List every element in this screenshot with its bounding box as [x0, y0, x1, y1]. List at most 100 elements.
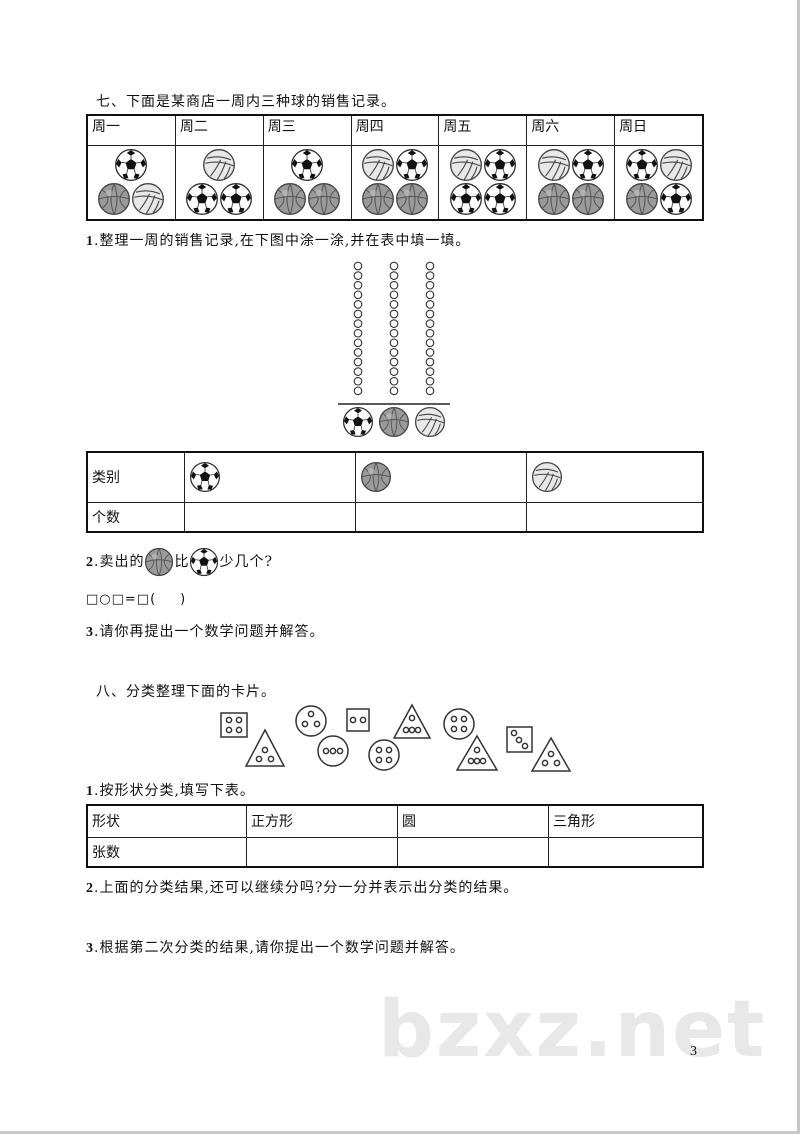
tally-circle[interactable]: [389, 309, 399, 319]
volleyball-count-blank[interactable]: [526, 501, 704, 533]
tally-circle[interactable]: [389, 338, 399, 348]
tally-circle[interactable]: [353, 338, 363, 348]
tally-circle[interactable]: [425, 300, 435, 309]
count-label: 个数: [86, 501, 185, 533]
soccer-count-blank[interactable]: [184, 501, 356, 533]
category-volleyball-cell: [526, 451, 704, 503]
square-card-3dots: [506, 726, 533, 753]
tally-circle[interactable]: [389, 328, 399, 338]
basketball-icon: [378, 406, 410, 438]
soccer-ball-icon: [625, 148, 659, 182]
soccer-ball-icon: [189, 461, 221, 493]
basketball-icon: [97, 182, 131, 216]
tally-circle[interactable]: [353, 386, 363, 396]
basketball-icon: [571, 182, 605, 216]
day-header: 周四: [350, 114, 440, 146]
tally-circle[interactable]: [425, 376, 435, 386]
tally-circle[interactable]: [389, 376, 399, 386]
soccer-ball-icon: [483, 148, 517, 182]
q2-text-post: 少几个?: [219, 554, 273, 570]
shape-header-row: 形状 正方形 圆 三角形: [86, 804, 704, 838]
tally-circle[interactable]: [353, 348, 363, 357]
volleyball-icon: [361, 148, 395, 182]
tally-circle[interactable]: [353, 328, 363, 338]
soccer-ball-icon: [659, 182, 693, 216]
s8-q3-question: 3.根据第二次分类的结果,请你提出一个数学问题并解答。: [86, 937, 465, 957]
tally-circle[interactable]: [425, 290, 435, 300]
tally-circle[interactable]: [353, 367, 363, 376]
tally-circle[interactable]: [389, 271, 399, 280]
square-card-4dots: [220, 712, 248, 738]
soccer-ball-icon: [114, 148, 148, 182]
tally-circle[interactable]: [425, 386, 435, 396]
s8-q3-number: 3: [86, 941, 94, 956]
basketball-count-blank[interactable]: [355, 501, 527, 533]
tally-circle[interactable]: [353, 280, 363, 290]
tally-circle[interactable]: [353, 357, 363, 367]
tally-circle[interactable]: [389, 386, 399, 396]
tally-circle[interactable]: [389, 348, 399, 357]
circle-count-blank[interactable]: [397, 836, 549, 868]
section7-title: 七、下面是某商店一周内三种球的销售记录。: [96, 94, 396, 110]
tally-circle[interactable]: [353, 271, 363, 280]
volleyball-icon: [659, 148, 693, 182]
day-balls-cell: [438, 144, 528, 221]
tally-circle[interactable]: [425, 319, 435, 328]
tally-circle[interactable]: [353, 261, 363, 271]
soccer-ball-icon: [571, 148, 605, 182]
tally-circle[interactable]: [389, 290, 399, 300]
tally-circle[interactable]: [389, 280, 399, 290]
basketball-icon: [307, 182, 341, 216]
tally-circle[interactable]: [389, 319, 399, 328]
tally-circle[interactable]: [389, 367, 399, 376]
day-header: 周三: [262, 114, 352, 146]
tally-circle[interactable]: [425, 261, 435, 271]
q1-text: .整理一周的销售记录,在下图中涂一涂,并在表中填一填。: [94, 233, 471, 249]
watermark: bzxz.net: [378, 985, 767, 1075]
tally-circle[interactable]: [425, 280, 435, 290]
shape-header-triangle: 三角形: [548, 804, 704, 838]
tally-circle[interactable]: [353, 319, 363, 328]
square-count-blank[interactable]: [246, 836, 398, 868]
day-header: 周六: [526, 114, 616, 146]
s8-q1-text: .按形状分类,填写下表。: [94, 783, 255, 799]
tally-circle[interactable]: [353, 290, 363, 300]
triangle-card-3dots: [530, 736, 572, 772]
circle-tally-chart: [338, 261, 450, 438]
circle-columns: [353, 261, 435, 396]
tally-circle[interactable]: [353, 376, 363, 386]
ball-count-table: 类别 个数: [86, 451, 704, 533]
q2-paren-close: ): [180, 592, 187, 607]
triangle-count-blank[interactable]: [548, 836, 704, 868]
soccer-ball-icon: [395, 148, 429, 182]
basketball-icon: [273, 182, 307, 216]
tally-circle[interactable]: [425, 309, 435, 319]
s8-q2-question: 2.上面的分类结果,还可以继续分吗?分一分并表示出分类的结果。: [86, 877, 518, 897]
tally-circle[interactable]: [425, 367, 435, 376]
circle-card-4dots: [368, 739, 400, 771]
soccer-ball-icon: [290, 148, 324, 182]
shape-count-table: 形状 正方形 圆 三角形 张数: [86, 804, 704, 868]
volleyball-icon: [449, 148, 483, 182]
tally-circle[interactable]: [353, 309, 363, 319]
tally-circle[interactable]: [389, 357, 399, 367]
sales-record-table: 周一 周二 周三 周四 周五 周六 周日: [86, 114, 704, 221]
shape-header-square: 正方形: [246, 804, 398, 838]
tally-circle[interactable]: [425, 328, 435, 338]
circle-card-4dots: [443, 708, 475, 740]
q2-formula: □○□=□(): [86, 592, 186, 607]
tally-circle[interactable]: [353, 300, 363, 309]
tally-circle[interactable]: [389, 261, 399, 271]
volleyball-icon: [414, 406, 446, 438]
shape-count-row: 张数: [86, 836, 704, 868]
page-edge-right: [797, 0, 800, 1134]
tally-circle[interactable]: [389, 300, 399, 309]
s8-q3-text: .根据第二次分类的结果,请你提出一个数学问题并解答。: [94, 940, 465, 956]
tally-circle[interactable]: [425, 348, 435, 357]
tally-circle[interactable]: [425, 338, 435, 348]
tally-circle[interactable]: [425, 271, 435, 280]
day-balls-cell: [262, 144, 352, 221]
basketball-icon: [360, 461, 392, 493]
tally-circle[interactable]: [425, 357, 435, 367]
basketball-icon: [395, 182, 429, 216]
